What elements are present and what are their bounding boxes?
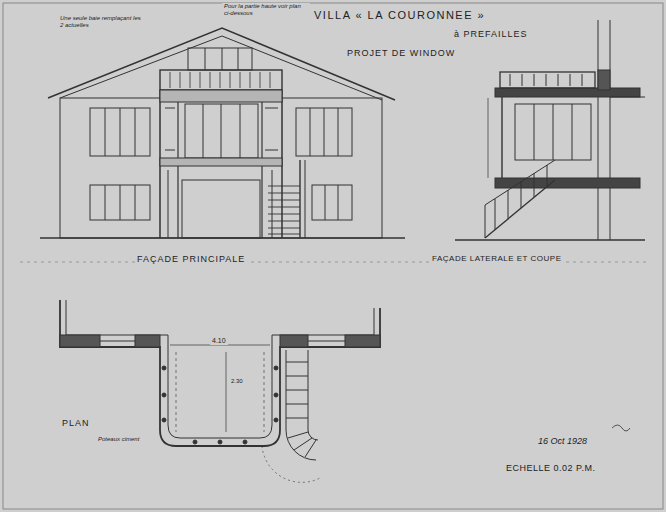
scale-note: ECHELLE 0.02 P.M.	[504, 463, 597, 473]
sheet-border	[3, 3, 663, 509]
view-title: FAÇADE PRINCIPALE	[135, 254, 247, 264]
floor-plan	[60, 300, 380, 482]
side-facade-section	[455, 20, 645, 240]
handwritten-note: Poteaux ciment	[96, 436, 144, 443]
location-label: à PREFAILLES	[452, 29, 530, 39]
handwritten-note: Une seule baie remplaçant les 2 actuelle…	[58, 15, 144, 29]
date-note: 16 Oct 1928	[536, 436, 589, 446]
main-facade	[40, 28, 405, 238]
dimension: 2.30	[229, 378, 245, 385]
project-label: PROJET DE WINDOW	[345, 48, 457, 58]
signature	[612, 425, 630, 431]
view-title: PLAN	[60, 418, 92, 428]
dimension: 4.10	[210, 337, 228, 345]
handwritten-note: Pour la partie haute voir plan ci-dessou…	[222, 3, 310, 17]
view-title: FAÇADE LATERALE ET COUPE	[430, 254, 564, 263]
drawing-title: VILLA « LA COURONNEE »	[312, 9, 487, 22]
